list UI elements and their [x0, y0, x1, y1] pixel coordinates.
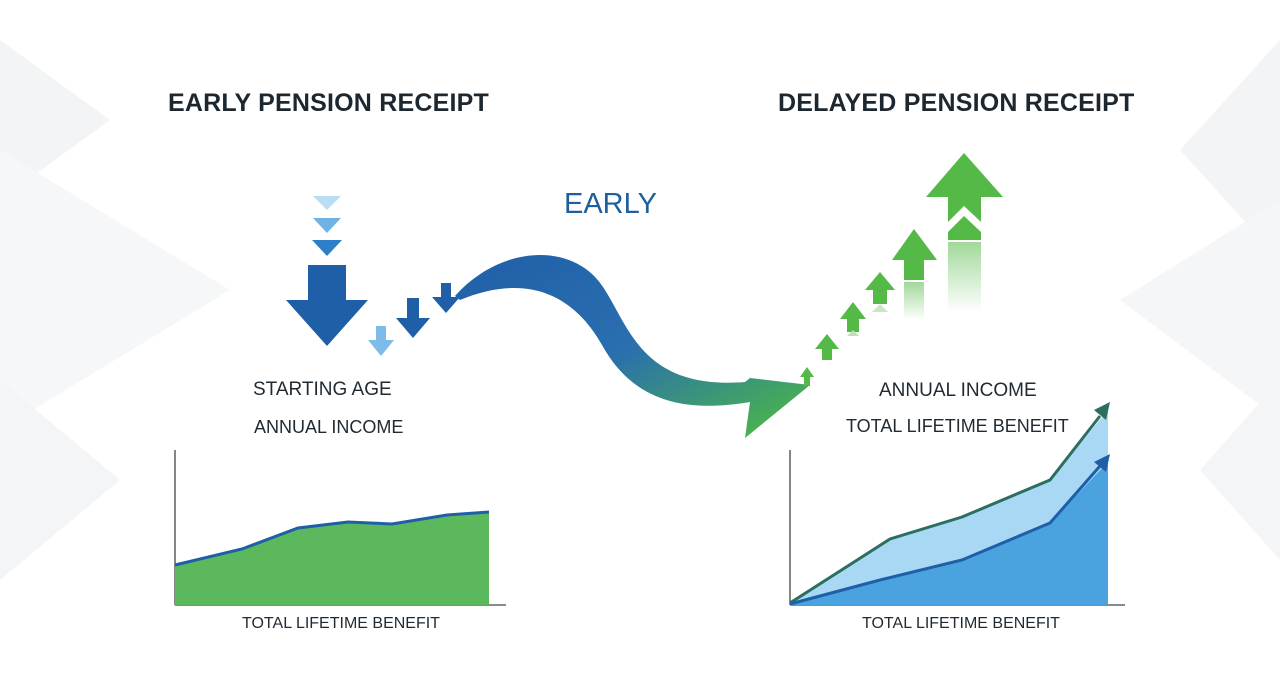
up-arrow-6-fade	[948, 242, 981, 312]
up-arrow-4-ghost	[872, 304, 888, 312]
left-area-chart	[174, 450, 506, 606]
right-lifetime-benefit-label: TOTAL LIFETIME BENEFIT	[846, 416, 1069, 436]
transition-label: EARLY	[564, 188, 657, 220]
up-arrow-6-head	[926, 153, 1003, 197]
left-chart-axis-label: TOTAL LIFETIME BENEFIT	[242, 615, 440, 632]
medium-down-arrow	[396, 298, 430, 338]
right-chart-lower-arrowhead	[1094, 454, 1110, 472]
up-arrow-3-head	[840, 302, 866, 319]
up-arrow-6-chevron	[948, 206, 981, 232]
up-arrow-5	[904, 259, 924, 280]
small-down-triangle-2	[313, 218, 341, 233]
up-arrow-6	[948, 195, 981, 240]
up-arrow-5-fade	[904, 282, 924, 320]
up-arrow-1	[804, 377, 810, 386]
right-chart-upper-line	[789, 415, 1102, 605]
left-chart-line	[174, 510, 490, 567]
up-arrow-4-head	[865, 272, 895, 290]
right-chart-upper-arrowhead	[1094, 402, 1110, 420]
large-down-arrow	[286, 265, 368, 346]
up-arrow-3	[847, 318, 859, 332]
small-down-triangle-3	[312, 240, 342, 256]
up-arrow-2	[822, 348, 832, 360]
right-chart-lower-area	[790, 462, 1108, 605]
right-chart-lower-line	[789, 465, 1102, 606]
transition-swoosh-arrow	[455, 255, 810, 438]
left-annual-income-label: ANNUAL INCOME	[254, 417, 404, 437]
right-area-chart	[789, 402, 1125, 606]
small-down-triangle-1	[313, 196, 341, 210]
up-arrow-2-head	[815, 334, 839, 349]
up-arrow-5-head	[892, 229, 937, 260]
rising-arrows-group	[800, 153, 1003, 386]
up-arrow-4	[873, 289, 887, 304]
up-arrow-3-ghost	[847, 330, 859, 336]
right-chart-axis-label: TOTAL LIFETIME BENEFIT	[862, 615, 1060, 632]
light-down-arrow	[368, 326, 394, 356]
left-chart-area	[175, 512, 489, 605]
left-panel-title: EARLY PENSION RECEIPT	[168, 89, 489, 117]
small-down-arrow	[432, 283, 460, 313]
right-annual-income-label: ANNUAL INCOME	[879, 380, 1037, 401]
left-starting-age-label: STARTING AGE	[253, 379, 392, 400]
up-arrow-1-head	[800, 367, 814, 377]
right-panel-title: DELAYED PENSION RECEIPT	[778, 89, 1135, 117]
down-arrows-group	[286, 196, 460, 356]
